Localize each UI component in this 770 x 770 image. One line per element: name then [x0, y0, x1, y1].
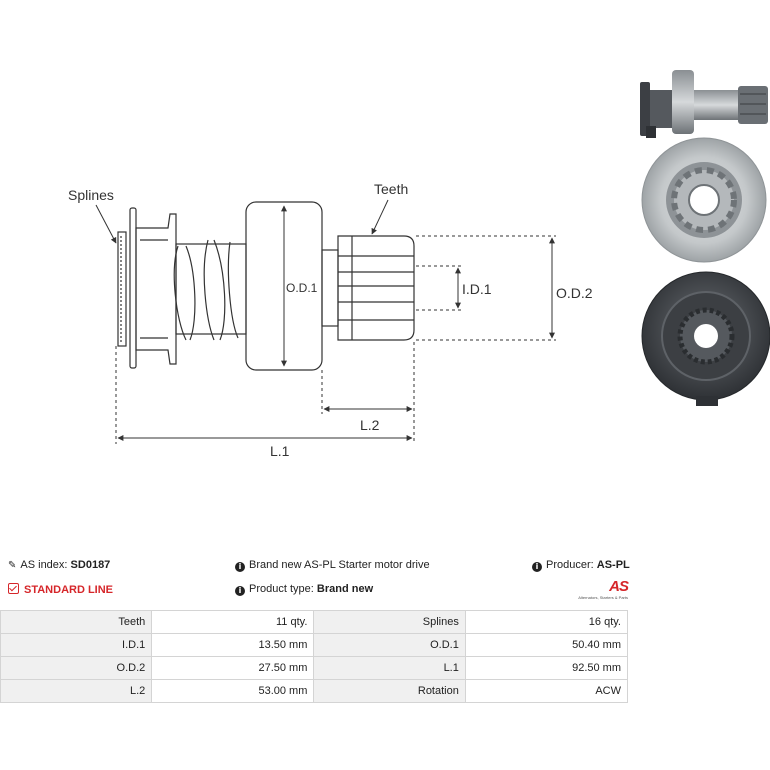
product-type-label: Product type:	[249, 583, 314, 595]
table-row: L.2 53.00 mm Rotation ACW	[0, 679, 629, 703]
spec-label: O.D.2	[0, 656, 153, 680]
info-icon: i	[235, 562, 245, 572]
spec-label: Splines	[313, 610, 466, 634]
producer: i Producer: AS-PL	[532, 559, 630, 572]
drive-outline	[117, 201, 415, 371]
tag-icon: ✎	[8, 560, 17, 571]
specs-table: Teeth 11 qty. Splines 16 qty. I.D.1 13.5…	[0, 610, 629, 703]
photo-side-view	[640, 70, 768, 138]
spline-flange	[117, 231, 127, 347]
as-index-value: SD0187	[70, 559, 111, 571]
od2-label: O.D.2	[556, 285, 593, 301]
spec-value: 13.50 mm	[151, 633, 315, 657]
product-type: i Product type: Brand new	[235, 583, 373, 596]
table-row: I.D.1 13.50 mm O.D.1 50.40 mm	[0, 633, 629, 657]
teeth-leader	[371, 199, 389, 235]
standard-line: STANDARD LINE	[8, 583, 113, 596]
table-row: Teeth 11 qty. Splines 16 qty.	[0, 610, 629, 634]
clutch-housing	[135, 213, 177, 365]
spec-value: 92.50 mm	[464, 656, 629, 680]
spline-disc	[129, 207, 137, 369]
table-row: O.D.2 27.50 mm L.1 92.50 mm	[0, 656, 629, 680]
standard-line-label: STANDARD LINE	[24, 584, 114, 596]
spec-label: L.2	[0, 679, 153, 703]
spec-label: Teeth	[0, 610, 153, 634]
as-index: ✎AS index: SD0187	[8, 559, 110, 571]
description-text: Brand new AS-PL Starter motor drive	[249, 559, 430, 571]
as-index-label: AS index:	[20, 559, 68, 571]
splines-leader	[95, 204, 117, 244]
spec-label: Rotation	[313, 679, 466, 703]
photo-rear-view	[641, 271, 770, 406]
pinion-teeth	[337, 235, 415, 341]
od1-label: O.D.1	[286, 281, 318, 295]
spec-value: 50.40 mm	[464, 633, 629, 657]
producer-value: AS-PL	[596, 559, 630, 571]
id1-label: I.D.1	[462, 281, 492, 297]
l1-label: L.1	[270, 443, 290, 459]
spring	[173, 239, 239, 341]
as-pl-logo: AS Alternators, Starters & Parts	[566, 578, 629, 602]
spec-label: L.1	[313, 656, 466, 680]
l2-label: L.2	[360, 417, 380, 433]
spec-value: 27.50 mm	[151, 656, 315, 680]
logo-subtitle: Alternators, Starters & Parts	[578, 595, 628, 600]
splines-label: Splines	[68, 187, 114, 203]
technical-drawing: Splines Teeth O.D.1 I.D.1 O.D.2 L.2 L.1	[68, 70, 770, 459]
spec-value: ACW	[464, 679, 629, 703]
teeth-label: Teeth	[374, 181, 408, 197]
product-type-value: Brand new	[316, 583, 374, 595]
spec-value: 11 qty.	[151, 610, 315, 634]
checkbox-icon	[8, 583, 19, 594]
spec-label: O.D.1	[313, 633, 466, 657]
spec-value: 53.00 mm	[151, 679, 315, 703]
info-icon: i	[235, 586, 245, 596]
spec-value: 16 qty.	[464, 610, 629, 634]
drive-shaft	[175, 243, 247, 335]
spec-label: I.D.1	[0, 633, 153, 657]
producer-label: Producer:	[546, 559, 594, 571]
info-icon: i	[532, 562, 542, 572]
logo-mark: AS	[609, 578, 629, 595]
description: i Brand new AS-PL Starter motor drive	[235, 559, 430, 572]
photo-front-view	[641, 137, 767, 263]
